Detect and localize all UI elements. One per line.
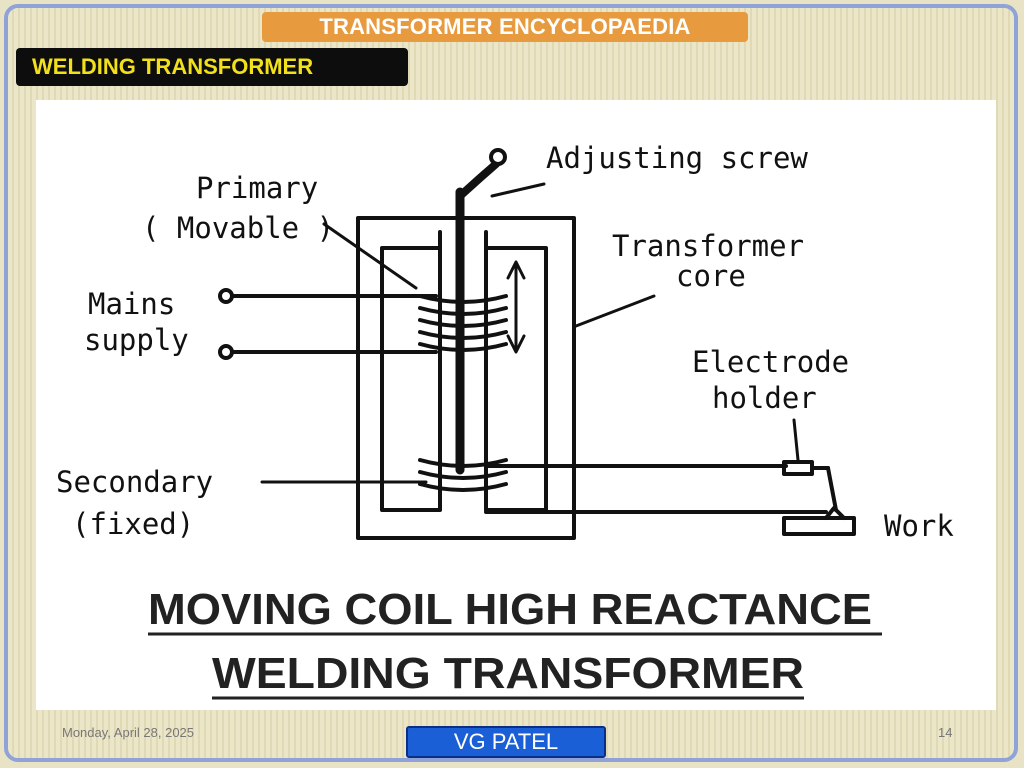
core-window-left [380,246,442,512]
label-supply: supply [84,323,189,357]
caption-line-1: MOVING COIL HIGH REACTANCE [148,585,872,634]
label-mains: Mains [88,287,175,321]
transformer-diagram: Adjusting screw Primary ( Movable ) Tran… [56,141,954,700]
screw-handle [456,160,500,200]
label-work: Work [884,509,954,543]
label-secondary: Secondary [56,465,213,499]
label-primary: Primary [196,171,318,205]
footer-author-badge: VG PATEL [406,726,606,758]
footer-date: Monday, April 28, 2025 [62,725,195,740]
section-title: WELDING TRANSFORMER [16,48,408,86]
label-adjusting-screw: Adjusting screw [546,141,808,175]
label-secondary-note: (fixed) [72,507,194,541]
label-holder: holder [712,381,817,415]
label-electrode: Electrode [692,345,849,379]
page-number: 14 [938,725,953,740]
electrode-holder [782,460,814,476]
welding-transformer-figure: Adjusting screw Primary ( Movable ) Tran… [36,100,996,710]
work-piece [782,516,856,536]
core-outer [356,216,576,540]
label-primary-note: ( Movable ) [142,211,334,245]
encyclopaedia-title: TRANSFORMER ENCYCLOPAEDIA [262,12,748,42]
caption-line-2: WELDING TRANSFORMER [212,649,804,698]
label-core: core [676,259,746,293]
label-transformer: Transformer [612,229,804,263]
